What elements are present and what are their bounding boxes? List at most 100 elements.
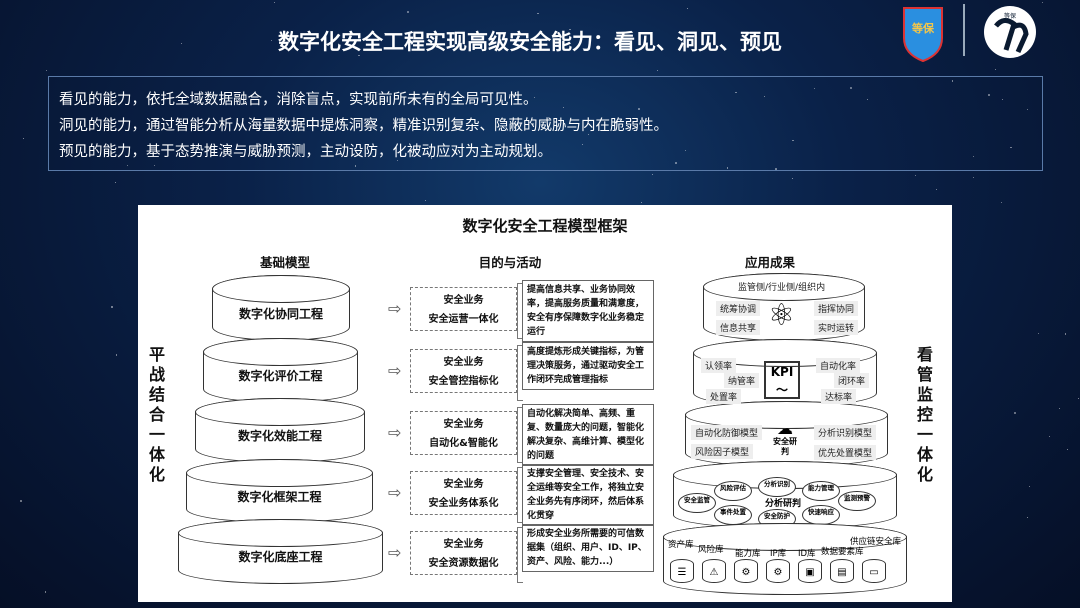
activity-box: 安全业务安全业务体系化 bbox=[410, 471, 517, 515]
result-tag: 纳管率 bbox=[724, 373, 759, 388]
star bbox=[115, 182, 116, 183]
dengbao-shield-logo: 等保 bbox=[902, 4, 944, 62]
dengbao-circle-logo: 等保 bbox=[984, 6, 1036, 58]
library-label: 风险库 bbox=[698, 543, 724, 555]
arrow-right-icon: ⇨ bbox=[388, 545, 406, 561]
col-header-results: 应用成果 bbox=[710, 252, 830, 271]
library-label: ID库 bbox=[798, 547, 816, 559]
result-tag: 自动化率 bbox=[816, 358, 860, 373]
arrow-right-icon: ⇨ bbox=[388, 363, 406, 379]
activity-box: 安全业务安全运营一体化 bbox=[410, 287, 517, 331]
framework-diagram: 数字化安全工程模型框架 基础模型 目的与活动 应用成果 平战结合一体化 看管监控… bbox=[138, 205, 952, 602]
capability-oval: 快速响应 bbox=[802, 505, 840, 525]
result-tag: 信息共享 bbox=[716, 320, 760, 335]
foundation-tier-5: 数字化底座工程 bbox=[178, 519, 383, 584]
star bbox=[111, 306, 112, 307]
intro-line-foresight: 预见的能力，基于态势推演与威胁预测，主动设防，化被动应对为主动规划。 bbox=[59, 139, 1032, 165]
star bbox=[1001, 202, 1003, 204]
left-vertical-label: 平战结合一体化 bbox=[147, 345, 167, 485]
library-label: 资产库 bbox=[668, 538, 694, 550]
star bbox=[23, 138, 24, 139]
activity-box: 安全业务自动化&智能化 bbox=[410, 411, 517, 455]
star bbox=[20, 500, 22, 502]
svg-text:等保: 等保 bbox=[1004, 12, 1016, 20]
database-icon: ▣ bbox=[798, 559, 822, 583]
capability-oval: 风险评估 bbox=[714, 481, 752, 501]
result-tag: 闭环率 bbox=[834, 373, 869, 388]
analysis-center-label: 分析研判 bbox=[765, 496, 801, 509]
intro-line-insight: 洞见的能力，通过智能分析从海量数据中提炼洞察，精准识别复杂、隐蔽的威胁与内在脆弱… bbox=[59, 113, 1032, 139]
col-header-activities: 目的与活动 bbox=[450, 252, 570, 271]
arrow-right-icon: ⇨ bbox=[388, 485, 406, 501]
star bbox=[687, 8, 688, 9]
result-tag: 实时运转 bbox=[814, 320, 858, 335]
capability-oval: 安全监管 bbox=[678, 493, 716, 513]
star bbox=[936, 189, 937, 190]
database-icon: ▭ bbox=[862, 559, 886, 583]
database-icon: ⚙ bbox=[766, 559, 790, 583]
activity-description: 高度提炼形成关键指标，为管理决策服务，通过驱动安全工作闭环完成管理指标 bbox=[522, 342, 654, 390]
capability-oval: 能力管理 bbox=[802, 481, 840, 501]
arrow-right-icon: ⇨ bbox=[388, 425, 406, 441]
foundation-tier-2: 数字化评价工程 bbox=[203, 338, 358, 403]
foundation-tier-1: 数字化协同工程 bbox=[212, 275, 350, 341]
star bbox=[425, 200, 426, 201]
result-tag: 达标率 bbox=[821, 389, 856, 404]
star bbox=[1038, 333, 1039, 334]
activity-description: 提高信息共享、业务协同效率，提高服务质量和满意度，安全有序保障数字化业务稳定运行 bbox=[522, 280, 654, 342]
library-label: 供应链安全库 bbox=[850, 535, 901, 547]
star bbox=[116, 354, 118, 356]
logo-divider bbox=[963, 4, 965, 56]
result-tag: 统筹协调 bbox=[716, 301, 760, 316]
foundation-tier-3: 数字化效能工程 bbox=[195, 398, 365, 463]
database-icon: ⚙ bbox=[734, 559, 758, 583]
result-tag: 分析识别模型 bbox=[814, 425, 876, 440]
star bbox=[1065, 333, 1067, 335]
activity-description: 支撑安全管理、安全技术、安全运维等安全工作，将独立安全业务先有序闭环，然后体系化… bbox=[522, 464, 654, 526]
star bbox=[973, 177, 974, 178]
star bbox=[1014, 412, 1016, 414]
star bbox=[792, 178, 793, 179]
page-title: 数字化安全工程实现高级安全能力：看见、洞见、预见 bbox=[0, 26, 1060, 56]
kpi-chart-icon: KPI〜 bbox=[764, 361, 800, 399]
database-icon: ▤ bbox=[830, 559, 854, 583]
database-icon: ⚠ bbox=[702, 559, 726, 583]
col-header-foundation: 基础模型 bbox=[225, 252, 345, 271]
star bbox=[1042, 2, 1043, 3]
capability-oval: 事件处置 bbox=[714, 505, 752, 525]
star bbox=[1078, 398, 1079, 399]
star bbox=[1049, 436, 1050, 437]
atom-icon: ⚛ bbox=[768, 301, 795, 331]
star bbox=[45, 591, 47, 593]
star bbox=[407, 11, 409, 13]
brain-icon: ☁安全研判 bbox=[771, 421, 799, 457]
star bbox=[46, 70, 48, 72]
star bbox=[537, 13, 538, 14]
activity-box: 安全业务安全管控指标化 bbox=[410, 349, 517, 393]
activity-description: 自动化解决简单、高频、重复、数量庞大的问题，智能化解决复杂、高维计算、模型化的问… bbox=[522, 404, 654, 466]
right-vertical-label: 看管监控一体化 bbox=[915, 345, 935, 485]
result-tag: 风险因子模型 bbox=[691, 444, 753, 459]
arrow-right-icon: ⇨ bbox=[388, 301, 406, 317]
star bbox=[1027, 517, 1028, 518]
intro-textbox: 看见的能力，依托全域数据融合，消除盲点，实现前所未有的全局可见性。 洞见的能力，… bbox=[48, 76, 1043, 171]
result-tag: 认领率 bbox=[701, 358, 736, 373]
star bbox=[641, 202, 642, 203]
svg-text:等保: 等保 bbox=[911, 21, 935, 35]
result-tag: 优先处置模型 bbox=[814, 445, 876, 460]
database-icon: ☰ bbox=[670, 559, 694, 583]
library-label: IP库 bbox=[770, 547, 786, 559]
result-tag: 自动化防御模型 bbox=[691, 425, 762, 440]
foundation-tier-4: 数字化框架工程 bbox=[186, 459, 373, 523]
star bbox=[995, 69, 996, 70]
result-tag: 处置率 bbox=[706, 389, 741, 404]
result-tag: 指挥协同 bbox=[814, 301, 858, 316]
diagram-title: 数字化安全工程模型框架 bbox=[138, 215, 952, 236]
capability-oval: 分析识别 bbox=[758, 477, 796, 497]
star bbox=[915, 175, 916, 176]
scope-label: 监管侧/行业侧/组织内 bbox=[734, 279, 829, 294]
library-label: 能力库 bbox=[735, 547, 761, 559]
star bbox=[1029, 486, 1030, 487]
activity-description: 形成安全业务所需要的可信数据集（组织、用户、ID、IP、资产、风险、能力...） bbox=[522, 524, 654, 572]
capability-oval: 监测预警 bbox=[838, 491, 876, 511]
